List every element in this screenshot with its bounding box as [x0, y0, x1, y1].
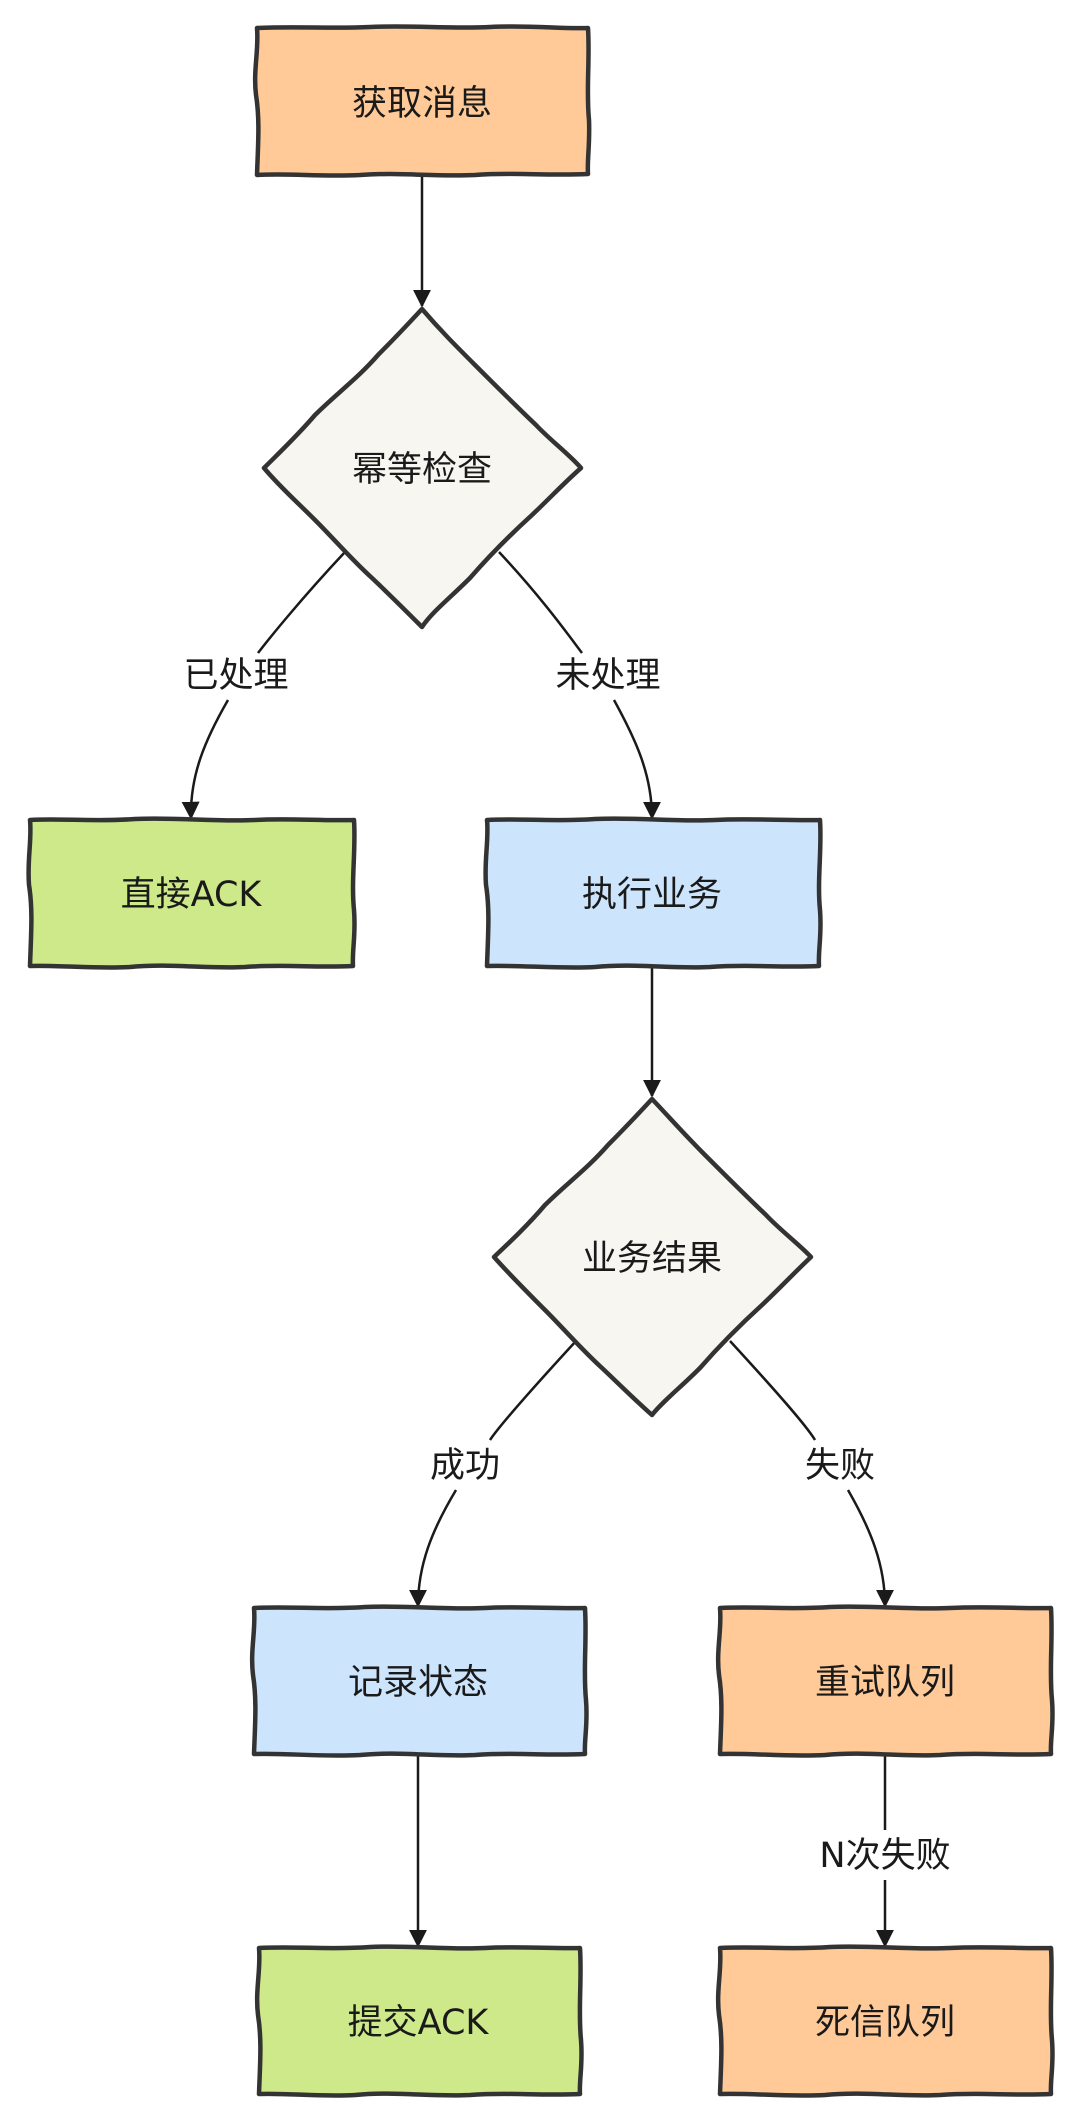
node-direct-ack-label: 直接ACK [121, 875, 263, 915]
node-record-status: 记录状态 [249, 1604, 589, 1758]
node-idempotency-check-label: 幂等检查 [352, 450, 492, 490]
node-direct-ack-box [26, 816, 357, 970]
node-direct-ack: 直接ACK [26, 816, 357, 970]
edge-label-n-failures: N次失败 [819, 1836, 950, 1876]
node-commit-ack-label: 提交ACK [348, 2003, 490, 2043]
node-commit-ack: 提交ACK [254, 1944, 584, 2098]
node-retry-queue: 重试队列 [715, 1604, 1055, 1758]
node-business-result-diamond [491, 1096, 814, 1418]
edge-result-to-record [418, 1340, 577, 1606]
node-execute-business-box [483, 816, 823, 970]
edge-label-failure: 失败 [805, 1446, 875, 1486]
node-dead-letter-queue: 死信队列 [715, 1944, 1055, 2098]
node-fetch-message-label: 获取消息 [352, 84, 492, 124]
edge-label-unprocessed: 未处理 [555, 656, 660, 696]
node-retry-queue-label: 重试队列 [815, 1663, 955, 1703]
node-dead-letter-queue-box [715, 1944, 1055, 2098]
node-commit-ack-box [254, 1944, 584, 2098]
node-execute-business: 执行业务 [483, 816, 823, 970]
node-execute-business-label: 执行业务 [582, 875, 722, 915]
node-fetch-message-box [252, 24, 592, 178]
node-idempotency-check-diamond [261, 306, 584, 630]
node-business-result-label: 业务结果 [582, 1239, 722, 1279]
edge-labels: 已处理 未处理 成功 失败 N次失败 [183, 656, 950, 1876]
node-business-result: 业务结果 [491, 1096, 814, 1418]
edge-label-success: 成功 [430, 1446, 500, 1486]
node-record-status-box [249, 1604, 589, 1758]
edge-check-to-execute [498, 551, 652, 818]
node-record-status-label: 记录状态 [348, 1663, 488, 1703]
node-dead-letter-queue-label: 死信队列 [815, 2003, 955, 2043]
node-idempotency-check: 幂等检查 [261, 306, 584, 630]
node-retry-queue-box [715, 1604, 1055, 1758]
edge-check-to-direct-ack [191, 551, 346, 818]
node-fetch-message: 获取消息 [252, 24, 592, 178]
edge-result-to-retry [729, 1340, 885, 1606]
nodes: 获取消息 幂等检查 直接ACK 执行业务 业务结果 记录状态 [26, 24, 1055, 2098]
edge-label-processed: 已处理 [183, 656, 288, 696]
edges [191, 176, 885, 1946]
